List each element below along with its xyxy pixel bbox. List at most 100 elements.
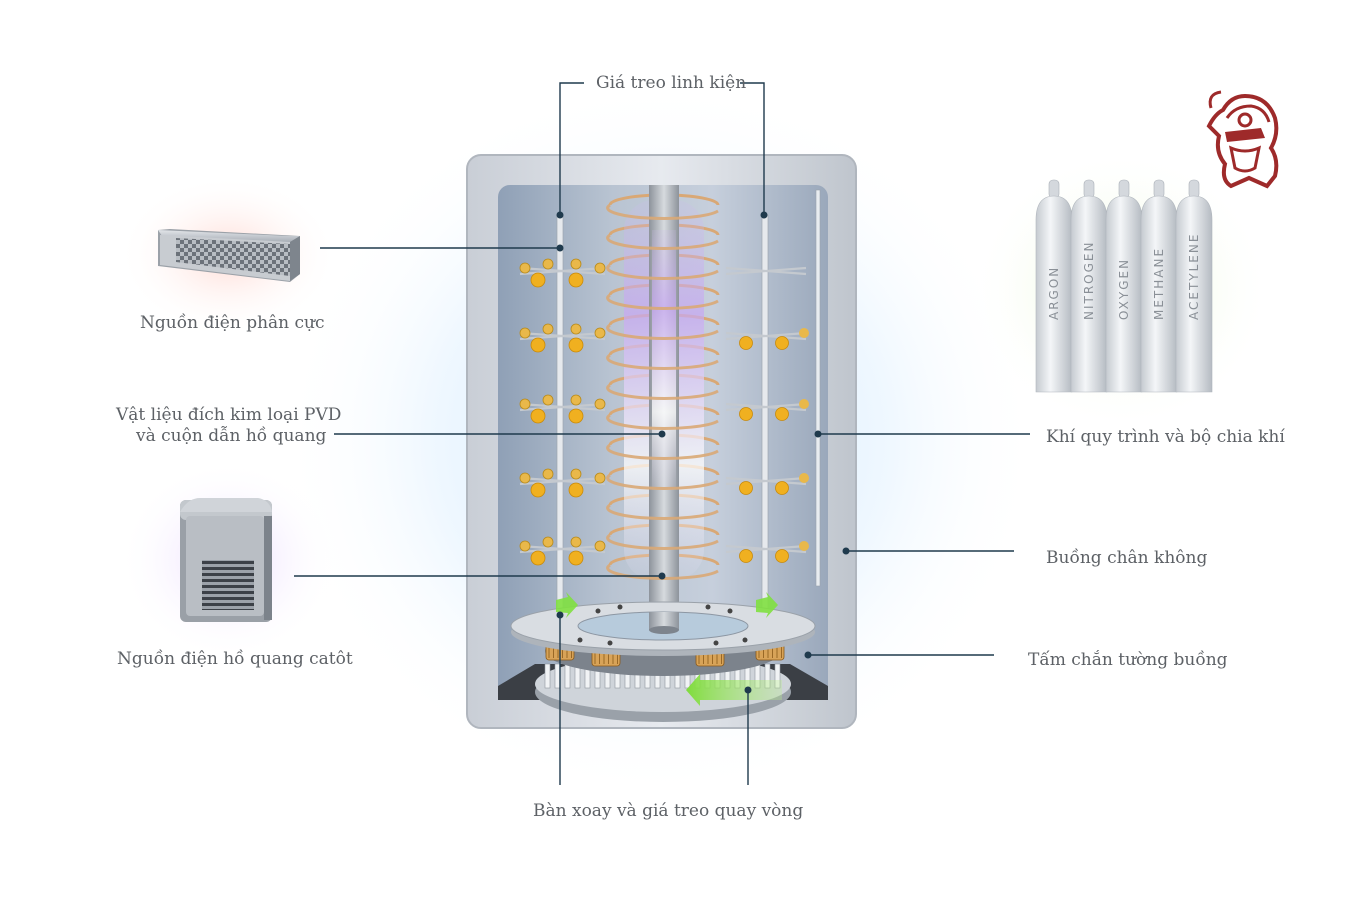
gas-cylinder-icon: NITROGEN [1070,179,1108,393]
dot-rack-right [760,211,768,219]
part-holder [799,328,809,338]
part-holder [519,398,531,410]
rack-arm [519,266,606,276]
label-target-line1: Vật liệu đích kim loại PVD [116,405,342,425]
coated-part [530,482,546,498]
gas-cylinder-icon: OXYGEN [1105,179,1143,393]
part-holder [594,398,606,410]
gear-tooth [564,663,571,689]
dot-rack-left [556,211,564,219]
coil-loop-front [606,413,719,430]
coil-loop-front [606,263,719,280]
coated-part [530,272,546,288]
coated-part [568,482,584,498]
coated-part [568,408,584,424]
dot-target [658,430,666,438]
part-holder [594,327,606,339]
label-bias-power: Nguồn điện phân cực [140,313,325,333]
coil-loop-front [606,323,719,340]
gas-cylinder-icon: ARGON [1035,179,1073,393]
gas-cylinders: ARGON NITROGEN OXYGEN METHANE ACETYLENE [1035,179,1213,393]
rack-arm [519,402,606,412]
coil-loop-front [606,503,719,520]
part-holder [542,394,554,406]
rack-arm [725,476,807,486]
part-holder [570,536,582,548]
turntable [498,592,828,722]
part-holder [542,323,554,335]
gas-label: ACETYLENE [1187,233,1201,320]
part-holder [594,262,606,274]
label-component-rack: Giá treo linh kiện [596,73,747,93]
leader-lines [294,82,1030,785]
coated-part [568,272,584,288]
rack-arm [725,402,807,412]
label-chamber-shield: Tấm chắn tường buồng [1028,650,1228,670]
part-holder [519,540,531,552]
rack-pole-right [761,214,769,626]
rotation-arrow-left [556,592,578,618]
coated-part [775,336,789,350]
coil-loop-front [606,293,719,310]
coated-part [739,407,753,421]
coated-part [568,337,584,353]
label-cathodic-arc-power: Nguồn điện hồ quang catôt [117,649,353,669]
cathodic-arc-power-cabinet-icon [180,498,272,622]
part-holder [594,540,606,552]
plasma-core [652,230,676,490]
coil-loop-front [606,533,719,550]
part-holder [799,399,809,409]
dot-bias [556,244,564,252]
part-holder [542,258,554,270]
part-holder [519,327,531,339]
dot-turntable-left [556,611,564,619]
dot-turntable-right [744,686,752,694]
label-turntable: Bàn xoay và giá treo quay vòng [533,801,804,821]
label-vacuum-chamber: Buồng chân không [1046,548,1208,568]
rack-arm [519,544,606,554]
gear-tooth [554,663,561,689]
coil-loop-front [606,443,719,460]
part-holder [570,468,582,480]
part-holder [570,258,582,270]
gas-cylinder-icon: ACETYLENE [1175,179,1213,393]
dot-chamber [842,547,850,555]
rack-arm [519,331,606,341]
dot-shield [804,651,812,659]
coil-loop-front [606,233,719,250]
knight-helmet-icon [1206,90,1279,189]
part-holder [542,536,554,548]
rack-arm [725,331,807,341]
gas-label: OXYGEN [1117,258,1131,320]
gas-label: NITROGEN [1082,241,1096,321]
leader-rack [559,82,584,215]
gas-label: METHANE [1152,247,1166,320]
rack-arm [519,476,606,486]
part-holder [570,323,582,335]
vacuum-chamber [466,154,857,729]
part-holder [594,472,606,484]
part-holder [570,394,582,406]
dot-arc [658,572,666,580]
coated-part [739,549,753,563]
coil-loop-front [606,353,719,370]
part-holder [519,262,531,274]
coated-part [775,549,789,563]
rack-pole-left [556,214,564,626]
leader-rack-right [740,82,765,215]
dot-gas [814,430,822,438]
coated-part [530,408,546,424]
coated-part [530,550,546,566]
coated-part [739,336,753,350]
gas-label: ARGON [1047,266,1061,320]
part-holder [519,472,531,484]
part-holder [799,541,809,551]
bias-power-supply-icon [158,229,300,282]
gear-tooth [544,663,551,689]
part-holder [799,473,809,483]
coated-part [568,550,584,566]
rotation-arrow-right [756,592,778,618]
coil-loop-front [606,383,719,400]
label-target-line2: và cuộn dẫn hồ quang [136,426,327,446]
